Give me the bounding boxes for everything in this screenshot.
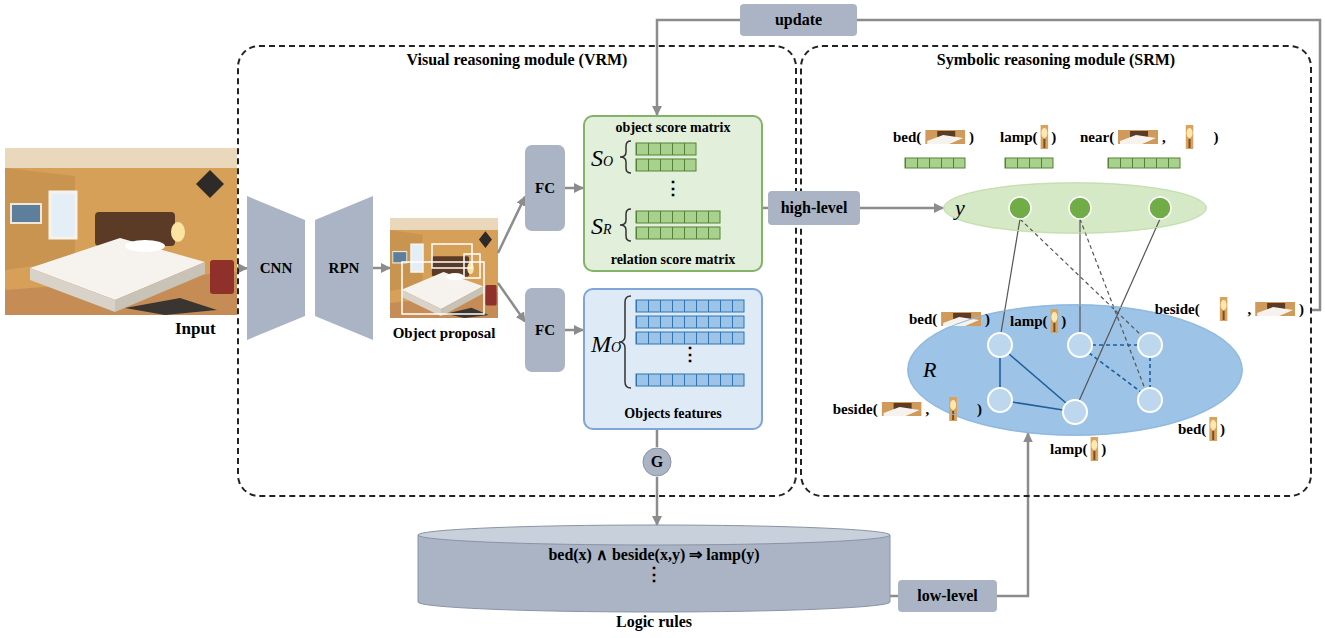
grounding-lines: [1001, 219, 1160, 401]
ellipsis: ⋮: [681, 343, 699, 364]
proposal-boxes: [402, 244, 484, 314]
predicate-label: lamp( ): [1000, 129, 1056, 145]
box-label: update: [775, 11, 822, 28]
region-title: Symbolic reasoning module (SRM): [937, 51, 1175, 68]
image-caption: Object proposal: [393, 325, 496, 341]
proposal-image: Object proposal: [390, 218, 498, 318]
rpn-block: RPN: [315, 196, 373, 340]
input-image: Input: [5, 148, 237, 315]
connector-arrow: [498, 283, 525, 322]
g-node: G: [642, 447, 672, 477]
ellipsis: ⋮: [664, 177, 682, 198]
matrix-symbol: MO: [591, 331, 621, 358]
image-caption: Input: [175, 319, 216, 338]
box-title: Objects features: [624, 406, 721, 421]
score-matrix-box: object score matrixSO ⋮ SR relation score m…: [583, 115, 763, 272]
predicate-label: bed( ): [1178, 421, 1225, 437]
box-fill: [583, 115, 763, 272]
box-label: low-level: [917, 587, 977, 604]
connector-line: [656, 430, 659, 447]
connector-arrow: [373, 267, 390, 270]
connector-arrow: [656, 477, 659, 525]
score-cells: [636, 143, 1180, 239]
region-title: Visual reasoning module (VRM): [407, 51, 628, 68]
block-label: CNN: [260, 260, 293, 276]
matrix-symbol: SR: [591, 213, 612, 240]
output-layer: y: [943, 182, 1207, 234]
proposal-photo: [390, 218, 498, 318]
database-caption: Logic rules: [616, 613, 692, 630]
fc-layer: FC: [525, 145, 565, 231]
connector-line: [857, 20, 1320, 310]
rule-database: bed(x) ∧ beside(x,y) ⇒ lamp(y)⋮Logic rul…: [418, 525, 890, 612]
cnn-block: CNN: [247, 196, 305, 340]
layer-symbol: y: [955, 195, 965, 220]
box-fill: [583, 288, 763, 430]
connector-arrow: [657, 20, 740, 115]
predicate-label: bed( ): [893, 129, 974, 145]
block-label: RPN: [329, 260, 360, 276]
box-title: object score matrix: [616, 120, 731, 135]
box-label: high-level: [781, 199, 848, 216]
level-box: low-level: [898, 580, 997, 612]
output-nodes: [1009, 197, 1171, 219]
matrix-symbol: SO: [591, 145, 613, 172]
predicate-label: beside( , ): [833, 401, 982, 417]
module-region: Visual reasoning module (VRM) CNN RPN Objec…: [237, 45, 797, 497]
predicate-label: lamp( ): [1010, 313, 1066, 329]
connector-arrow: [565, 187, 583, 190]
node-label: G: [651, 453, 663, 470]
graph-nodes: [988, 333, 1162, 424]
block-label: FC: [535, 322, 555, 338]
ellipse-fill: [943, 182, 1207, 234]
update-box: update: [740, 4, 857, 36]
connector-arrow: [498, 197, 525, 253]
feature-cells: [636, 300, 744, 386]
shape-outline: [943, 182, 1207, 234]
connector-arrow: [860, 207, 943, 210]
predicate-label: lamp( ): [1050, 441, 1106, 457]
input-photo: [5, 148, 237, 315]
connector-line: [890, 595, 898, 598]
fc-layer: FC: [525, 288, 565, 372]
module-region: Symbolic reasoning module (SRM) yR: [800, 45, 1312, 497]
box-title: relation score matrix: [611, 252, 736, 267]
predicate-label: beside( , ): [1155, 301, 1304, 317]
block-label: FC: [535, 180, 555, 196]
predicate-label: bed( ): [909, 311, 990, 327]
layer-symbol: R: [923, 357, 936, 382]
connector-arrow: [565, 329, 583, 332]
feature-box: MO ⋮ Objects features: [583, 288, 763, 430]
connector-arrow: [997, 433, 1028, 596]
logic-rule: bed(x) ∧ beside(x,y) ⇒ lamp(y): [548, 546, 759, 563]
ellipsis: ⋮: [645, 563, 663, 584]
level-box: high-level: [768, 191, 860, 225]
predicate-label: near( , ): [1080, 129, 1218, 145]
